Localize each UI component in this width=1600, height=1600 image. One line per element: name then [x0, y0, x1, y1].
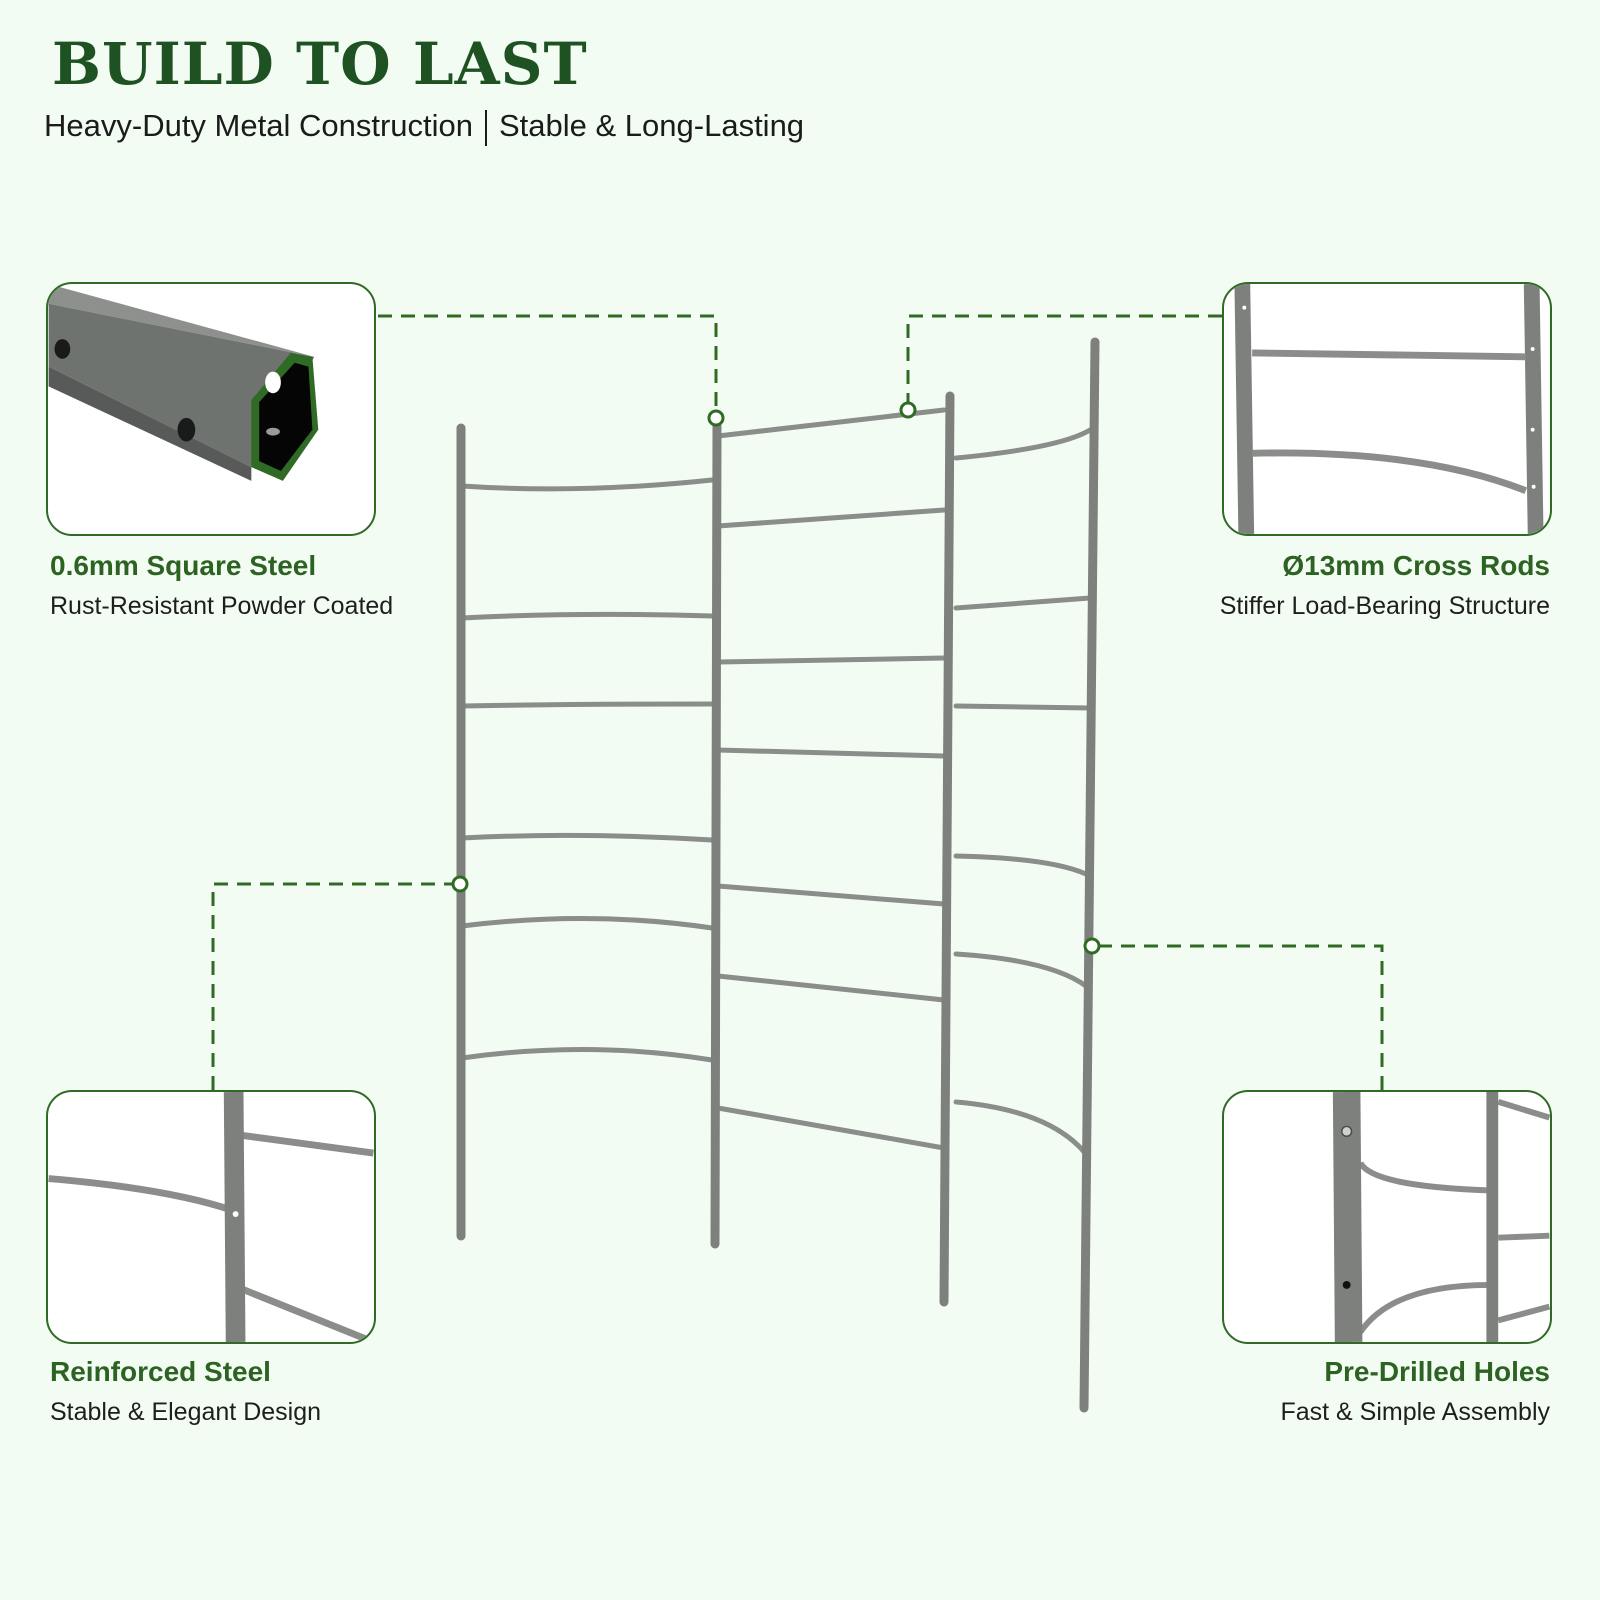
callout-dots	[451, 401, 1101, 955]
feature-subtitle-reinforced-steel: Stable & Elegant Design	[50, 1398, 322, 1426]
feature-subtitle-square-steel: Rust-Resistant Powder Coated	[50, 592, 394, 620]
feature-subtitle-pre-drilled: Fast & Simple Assembly	[1280, 1398, 1550, 1426]
uprights	[456, 337, 1100, 1413]
panel-3-rods	[953, 427, 1093, 1157]
callout-lines	[211, 314, 1384, 1090]
subtitle-left: Heavy-Duty Metal Construction	[44, 108, 473, 143]
feature-title-cross-rods: Ø13mm Cross Rods	[1282, 550, 1550, 581]
feature-title-reinforced-steel: Reinforced Steel	[50, 1356, 271, 1387]
cross-rod-icon	[1234, 284, 1544, 534]
feature-subtitle-cross-rods: Stiffer Load-Bearing Structure	[1219, 592, 1550, 620]
panel-2-rods	[715, 407, 947, 1151]
cross-rods-card	[1222, 282, 1552, 536]
square-tube-icon	[48, 284, 319, 481]
drilled-hole-icon	[1332, 1092, 1550, 1342]
panel-1-rods	[459, 477, 715, 1063]
square-steel-card	[46, 282, 376, 536]
pre-drilled-card	[1222, 1090, 1552, 1344]
reinforced-joint-icon	[48, 1092, 374, 1342]
page-subtitle: Heavy-Duty Metal Construction Stable & Lo…	[44, 108, 804, 146]
subtitle-right: Stable & Long-Lasting	[499, 108, 805, 143]
feature-title-square-steel: 0.6mm Square Steel	[50, 550, 317, 581]
feature-title-pre-drilled: Pre-Drilled Holes	[1324, 1356, 1550, 1387]
subtitle-divider	[485, 109, 487, 146]
page-title: BUILD TO LAST	[52, 30, 588, 98]
reinforced-steel-card	[46, 1090, 376, 1344]
